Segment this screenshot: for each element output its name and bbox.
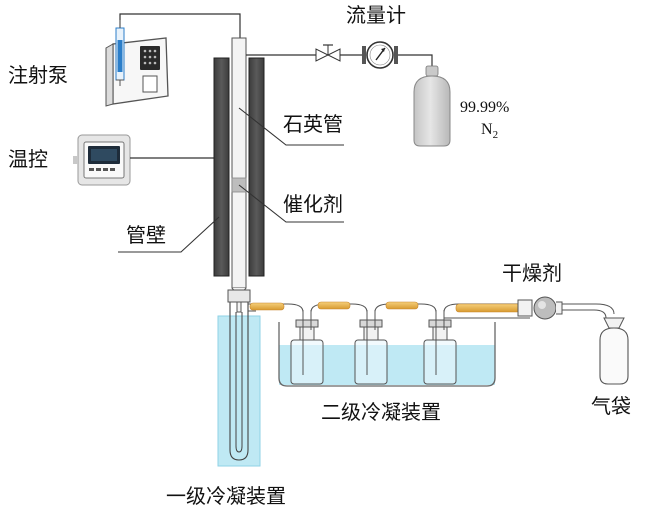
secondary-condensation-label: 二级冷凝装置 bbox=[321, 400, 441, 424]
desiccant-label: 干燥剂 bbox=[502, 261, 562, 285]
temperature-control-label: 温控 bbox=[8, 147, 48, 171]
quartz-tube bbox=[231, 37, 247, 313]
gas-bag-icon bbox=[599, 317, 629, 385]
primary-condenser-tube bbox=[227, 289, 251, 461]
syringe-pump-icon bbox=[105, 20, 169, 107]
catalyst-label: 催化剂 bbox=[283, 192, 343, 216]
gas-cylinder-icon bbox=[413, 65, 451, 147]
quartz-tube-leader bbox=[238, 107, 344, 146]
furnace-wall-right bbox=[248, 57, 265, 277]
pump-feed-line bbox=[119, 13, 241, 38]
condensing-bottle-2 bbox=[354, 310, 388, 385]
injection-pump-label: 注射泵 bbox=[8, 63, 68, 87]
gas-bag-label: 气袋 bbox=[591, 394, 631, 418]
furnace-wall-left bbox=[213, 57, 230, 277]
drying-bulb-icon bbox=[517, 296, 563, 320]
catalyst-leader bbox=[238, 184, 344, 223]
condensing-bottle-1 bbox=[290, 310, 324, 385]
primary-cold-bath bbox=[217, 315, 261, 467]
needle-valve-icon bbox=[315, 44, 341, 62]
primary-condensation-label: 一级冷凝装置 bbox=[166, 484, 286, 508]
condensing-bottle-3 bbox=[423, 310, 457, 385]
rubber-tubing bbox=[249, 301, 521, 313]
nitrogen-formula-label: N2 bbox=[481, 121, 498, 141]
quartz-tube-label: 石英管 bbox=[283, 112, 343, 136]
tube-wall-label: 管壁 bbox=[126, 223, 166, 247]
meter-to-cylinder-line bbox=[398, 54, 433, 66]
tube-wall-leader bbox=[118, 216, 220, 253]
nitrogen-subscript: 2 bbox=[493, 129, 499, 141]
nitrogen-formula: N bbox=[481, 121, 493, 138]
flow-gauge-icon bbox=[362, 41, 398, 69]
flowmeter-label: 流量计 bbox=[346, 3, 406, 27]
temperature-controller-icon bbox=[73, 134, 131, 186]
nitrogen-purity-label: 99.99% bbox=[460, 99, 509, 116]
